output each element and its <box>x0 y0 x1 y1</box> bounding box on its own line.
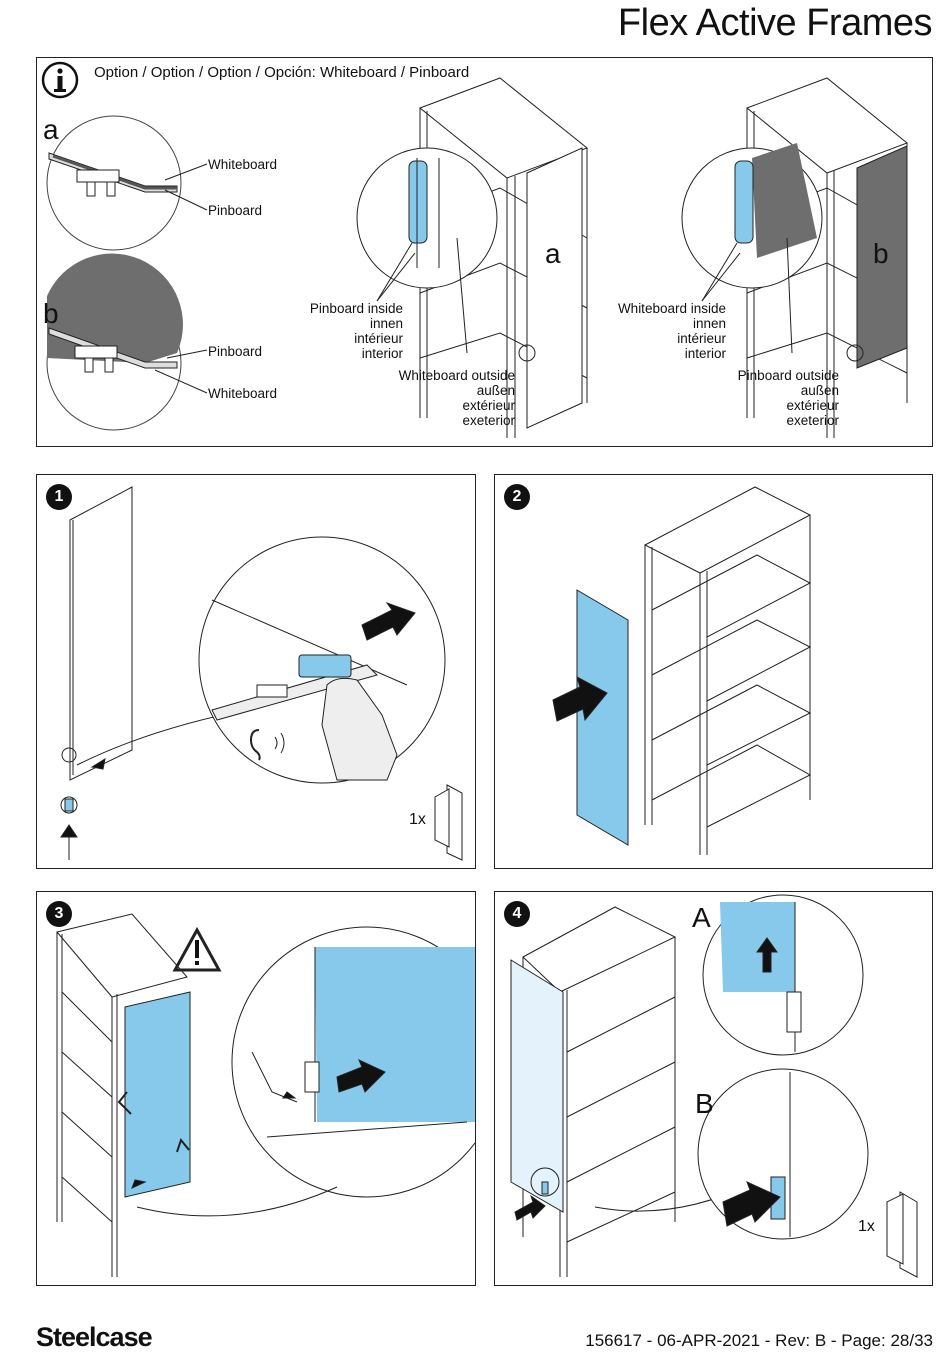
step-3-illustration <box>56 913 475 1277</box>
cabinet-b <box>681 77 908 438</box>
variant-a-letter: a <box>43 114 59 145</box>
brand-logo: Steelcase <box>36 1322 153 1352</box>
options-illustration <box>41 61 908 438</box>
step-4-number: 4 <box>504 901 530 927</box>
variant-b-bottom-label: Whiteboard <box>208 386 278 401</box>
step-4-panel: 4 A B 1x <box>494 891 933 1286</box>
step-2-panel: 2 <box>494 474 933 869</box>
frame-b-letter: b <box>873 238 889 269</box>
step-4-illustration <box>510 894 918 1278</box>
step-4-detail-b-label: B <box>695 1088 714 1119</box>
step-4-quantity: 1x <box>858 1218 875 1235</box>
step-2-number: 2 <box>504 484 530 510</box>
cabinet-a <box>356 77 588 438</box>
detail-circle-b <box>46 253 208 431</box>
variant-a-bottom-label: Pinboard <box>208 203 263 218</box>
page-title: Flex Active Frames <box>617 2 933 44</box>
info-icon <box>41 61 79 99</box>
step-1-quantity: 1x <box>409 811 426 828</box>
document-info: 156617 - 06-APR-2021 - Rev: B - Page: 28… <box>585 1331 933 1350</box>
step-1-panel: 1 1x <box>36 474 476 869</box>
step-2-illustration <box>552 486 812 855</box>
frame-a-letter: a <box>545 238 561 269</box>
variant-b-top-label: Pinboard <box>208 344 263 359</box>
step-1-illustration <box>60 486 463 861</box>
options-heading: Option / Option / Option / Opción: White… <box>94 64 470 81</box>
options-panel: Option / Option / Option / Opción: White… <box>36 57 933 447</box>
variant-a-top-label: Whiteboard <box>208 157 278 172</box>
step-1-number: 1 <box>46 484 72 510</box>
variant-b-letter: b <box>43 298 59 329</box>
step-4-detail-a-label: A <box>692 902 711 933</box>
step-3-number: 3 <box>46 901 72 927</box>
step-3-panel: 3 <box>36 891 476 1286</box>
detail-circle-a <box>46 115 208 251</box>
